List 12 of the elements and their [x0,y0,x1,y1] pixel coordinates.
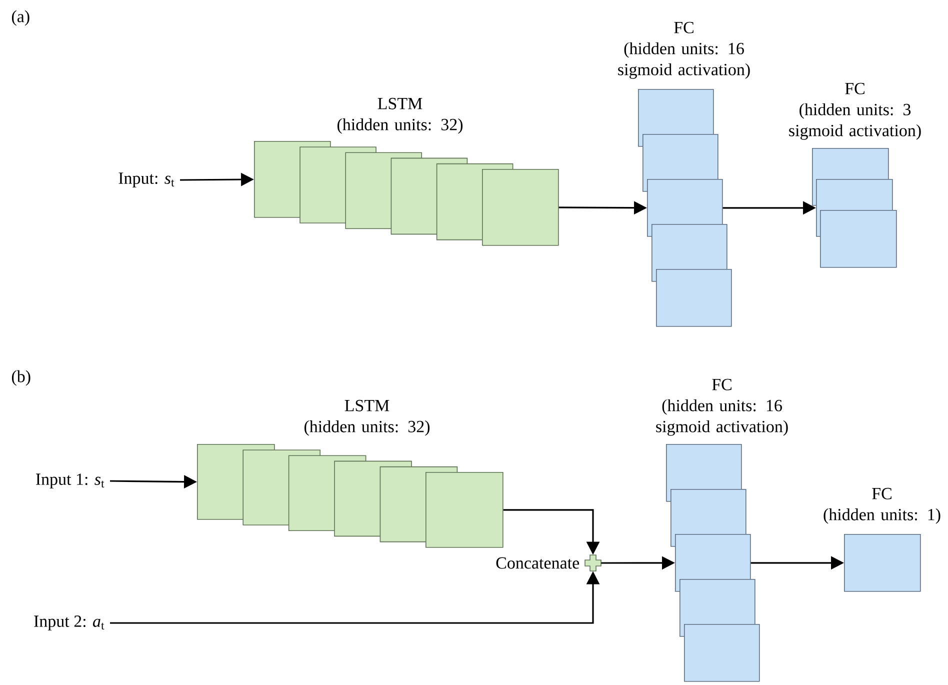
layer-label: FC (hidden units: 1) [824,488,940,524]
layer-label: FC (hidden units: 3 sigmoid activation) [789,82,921,140]
node-caption: Concatenate [496,557,580,569]
layer-label: FC (hidden units: 16 sigmoid activation) [618,22,750,79]
layer-label: LSTM (hidden units: 32) [338,98,463,134]
panel-label: (b) [12,370,30,386]
input-label: Input 2: a$_{t}$ [34,616,104,630]
panel-label: (a) [12,10,30,26]
layer-label: LSTM (hidden units: 32) [304,400,430,436]
layer-label: FC (hidden units: 16 sigmoid activation) [656,378,788,436]
input-label: Input: s$_{t}$ [118,172,174,188]
input-label: Input 1: s$_{t}$ [36,474,104,488]
